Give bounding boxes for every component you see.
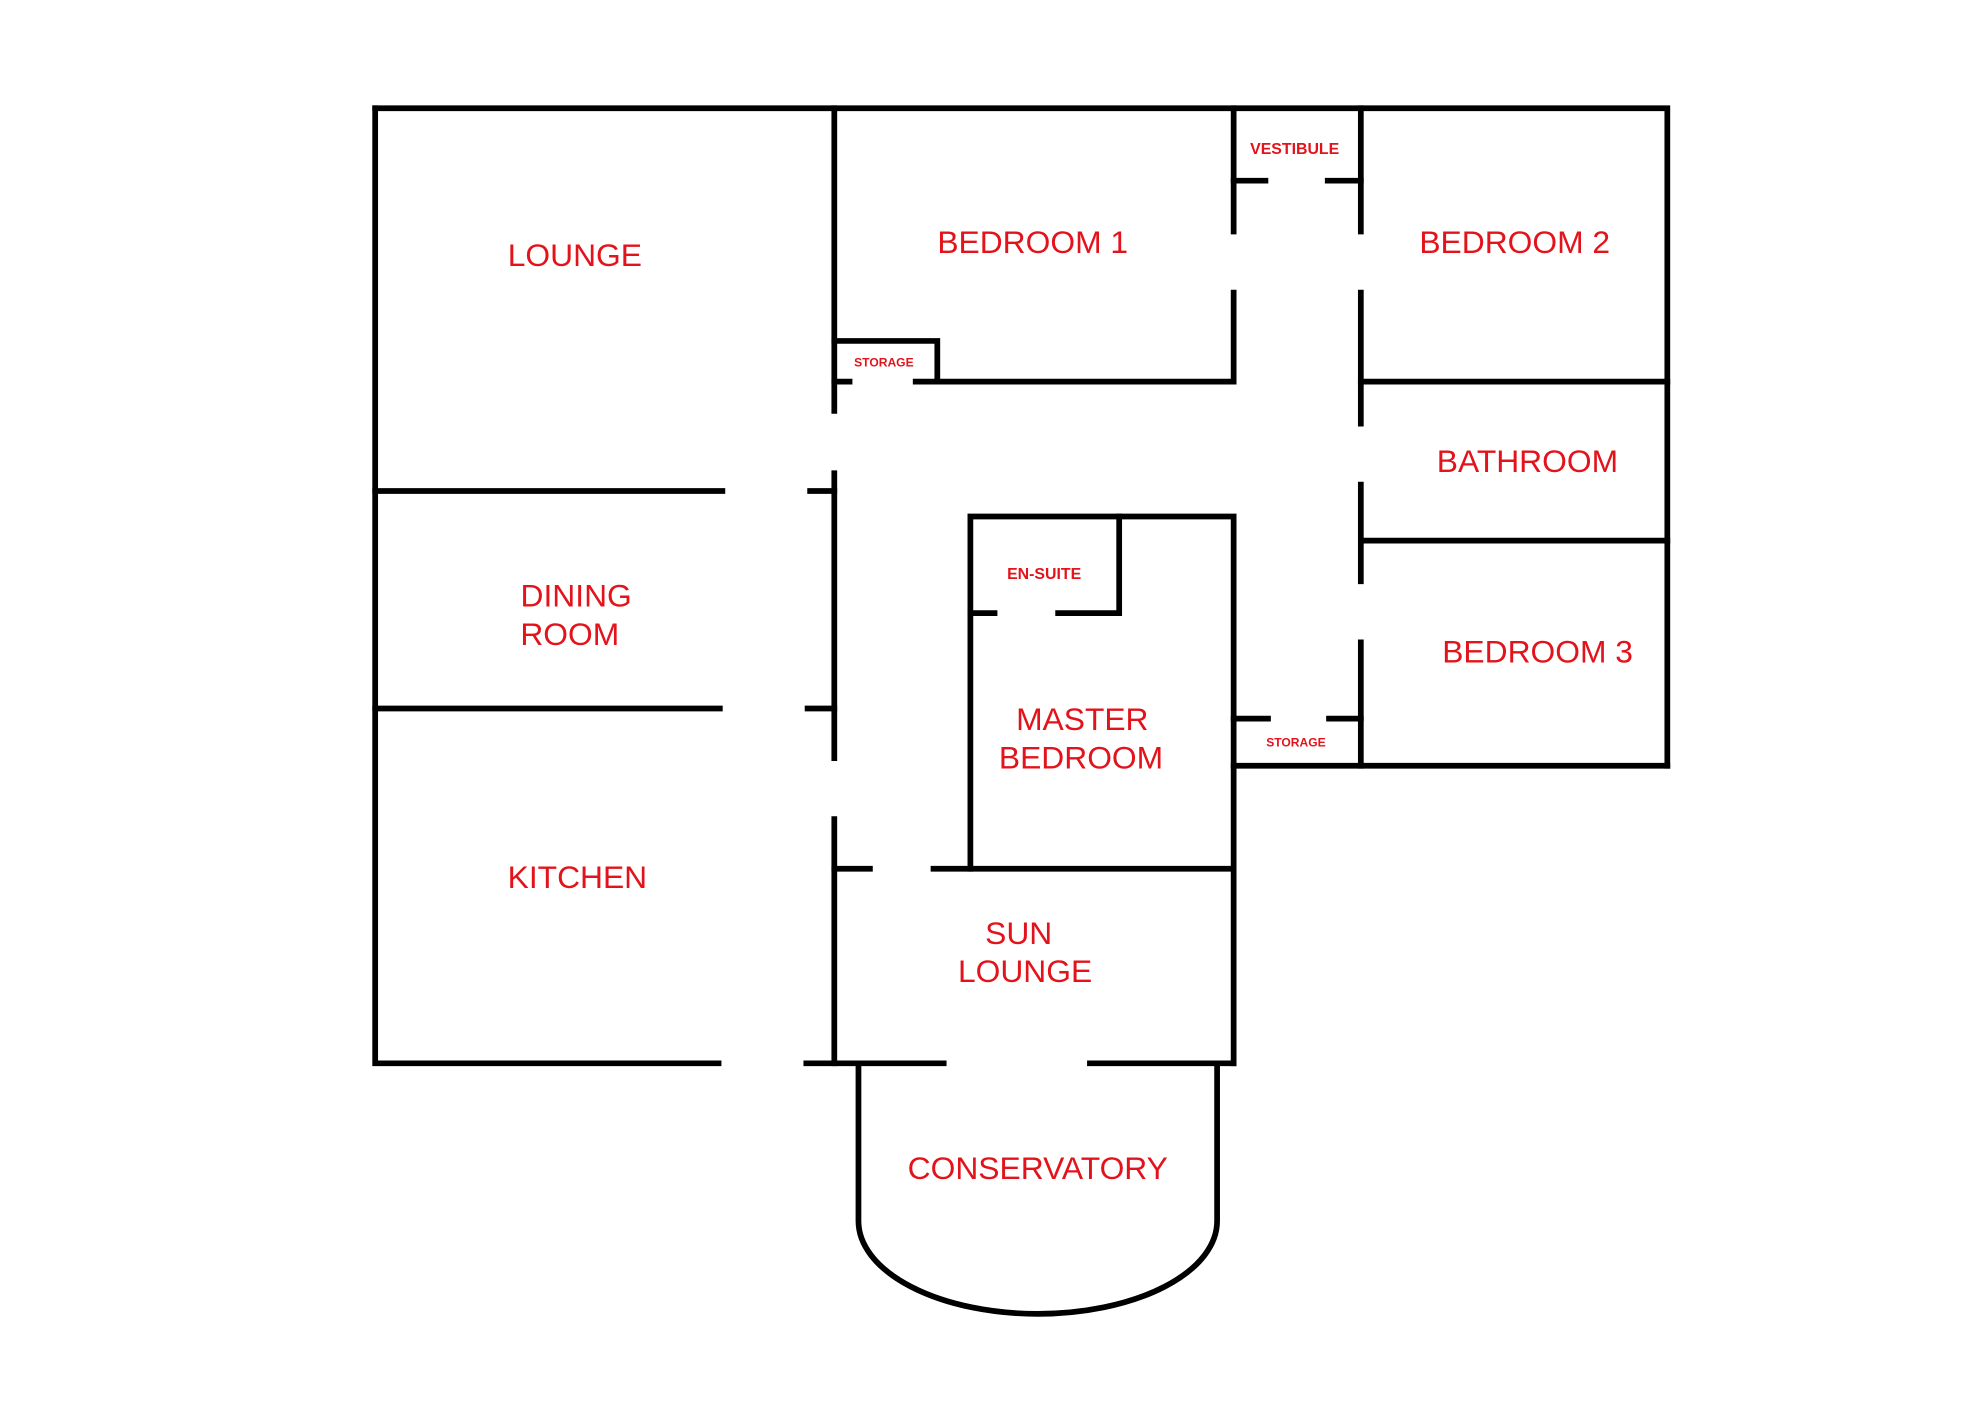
master-bedroom-walls	[967, 513, 1237, 1067]
label-master-line2: BEDROOM	[999, 739, 1163, 775]
label-ensuite: EN-SUITE	[1007, 566, 1081, 583]
label-sun-line2: LOUNGE	[958, 953, 1092, 989]
label-dining-line1: DINING	[521, 578, 632, 614]
label-kitchen: KITCHEN	[508, 859, 648, 895]
label-vestibule: VESTIBULE	[1250, 141, 1339, 158]
label-storage-2: STORAGE	[1266, 736, 1326, 750]
conservatory-wall	[855, 1060, 1220, 1317]
label-storage-1: STORAGE	[854, 355, 914, 369]
label-bedroom-2: BEDROOM 2	[1419, 224, 1610, 260]
label-dining-line2: ROOM	[520, 616, 619, 652]
label-bathroom: BATHROOM	[1437, 443, 1618, 479]
label-bedroom-1: BEDROOM 1	[937, 224, 1128, 260]
ensuite-walls	[967, 513, 1123, 616]
label-lounge: LOUNGE	[508, 237, 642, 273]
room-labels: LOUNGE BEDROOM 1 VESTIBULE BEDROOM 2 STO…	[508, 141, 1633, 1186]
label-conservatory: CONSERVATORY	[908, 1150, 1168, 1186]
label-master-line1: MASTER	[1016, 701, 1148, 737]
walls	[372, 105, 1671, 1317]
label-bedroom-3: BEDROOM 3	[1442, 634, 1633, 670]
outer-wall-top	[372, 105, 1671, 769]
outer-wall-left	[372, 105, 722, 1067]
label-sun-line1: SUN	[985, 915, 1052, 951]
storage-walls	[831, 338, 1237, 385]
